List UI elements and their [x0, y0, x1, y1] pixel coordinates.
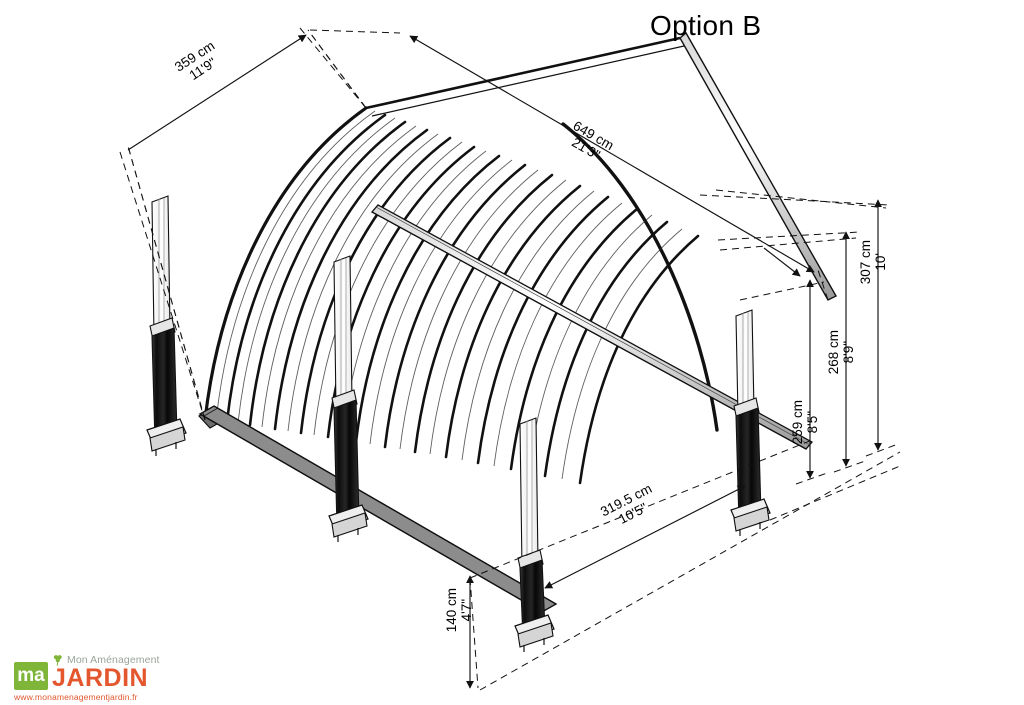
logo-ma-mark: ma — [17, 665, 45, 686]
dimension-label-front-post-offset: 140 cm 4'7" — [444, 588, 474, 632]
ext-line-width-a — [307, 29, 367, 109]
dimension-lines — [119, 27, 901, 691]
logo-brand: JARDIN — [52, 664, 149, 692]
logo-tagline: Mon Aménagement — [67, 654, 160, 666]
guide-dash-1 — [699, 194, 891, 206]
brand-logo[interactable]: ma Mon Aménagement JARDIN www.monamenage… — [10, 648, 210, 702]
gutter-beam-front-right — [543, 436, 830, 608]
ext-dashed-topleft — [299, 27, 367, 109]
post-front-left — [514, 417, 555, 652]
dim-line-359 — [127, 34, 307, 151]
ground-tick-259 — [795, 471, 831, 485]
dimension-roof-edge-height-ft: 8'9" — [841, 340, 857, 364]
drawing-title: Option B — [650, 10, 762, 41]
logo-url[interactable]: www.monamenagementjardin.fr — [14, 692, 138, 702]
dim-line-319 — [544, 485, 746, 589]
dimension-front-post-offset-cm: 140 cm — [444, 588, 459, 633]
dim-cross-359 — [309, 29, 401, 34]
ext-dashed-left — [119, 151, 206, 421]
dimension-label-roof-edge-height: 268 cm 8'9" — [826, 330, 856, 374]
logo-green-square — [14, 662, 48, 690]
post-rear-left — [146, 195, 187, 456]
ext-dash-mid — [719, 237, 857, 251]
ext-dash-eave — [739, 281, 825, 301]
ground-tick-268 — [833, 459, 869, 473]
ext-dash-top — [715, 189, 887, 209]
gutter-beam-front-left — [198, 405, 558, 613]
dimension-front-post-offset-ft: 4'7" — [459, 598, 475, 622]
roof-arch-far — [203, 106, 368, 422]
dimension-label-eave-height: 259 cm 8'5" — [790, 400, 820, 444]
dimension-roof-edge-height-cm: 268 cm — [826, 330, 841, 375]
ext-line-length-b — [817, 269, 829, 301]
long-edge-beam-near — [205, 420, 717, 440]
dimension-label-ridge-height: 307 cm 10' — [858, 240, 888, 284]
dimension-eave-height-cm: 259 cm — [790, 400, 805, 445]
ground-tick-307 — [865, 443, 899, 457]
flower-icon — [53, 655, 62, 666]
ext-dash-ground-right — [769, 465, 901, 521]
post-rear-right — [328, 255, 369, 542]
dimension-ridge-height-ft: 10' — [873, 253, 889, 271]
arrow-roof-corner — [763, 247, 801, 277]
dimension-ridge-height-cm: 307 cm — [858, 240, 873, 285]
dimension-eave-height-ft: 8'5" — [805, 410, 821, 434]
dim-line-649 — [409, 35, 815, 273]
